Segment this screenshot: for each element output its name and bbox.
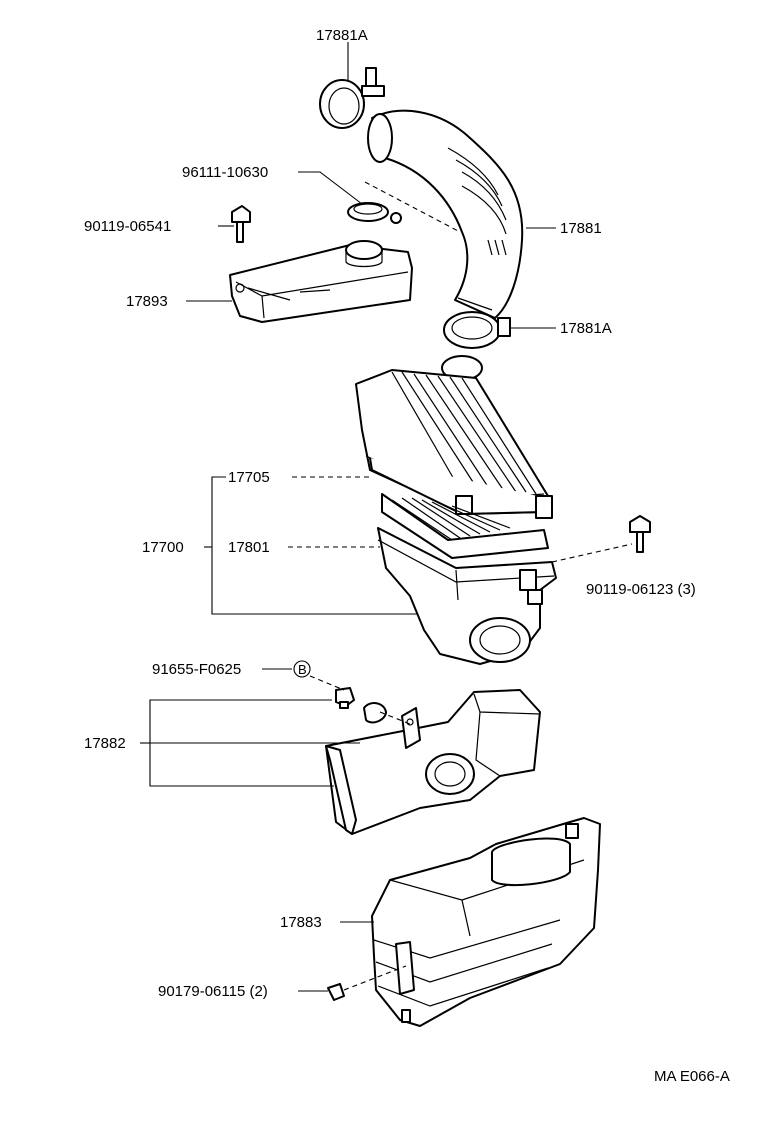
label-filter-cap: 17705 <box>228 469 270 486</box>
lower-resonator <box>371 817 601 1027</box>
label-resonator: 17893 <box>126 293 168 310</box>
clamp-upper <box>347 202 402 224</box>
intake-hose <box>367 109 524 319</box>
air-cleaner-cap <box>355 355 553 519</box>
bolt-left <box>231 205 251 243</box>
label-clip-bottom: 90179-06115 (2) <box>158 983 268 1000</box>
label-inlet-duct: 17882 <box>84 735 126 752</box>
bolt-b <box>335 687 387 724</box>
inlet-duct <box>325 689 541 835</box>
label-lower-resonator: 17883 <box>280 914 322 931</box>
label-clamp-upper: 96111-10630 <box>182 164 268 181</box>
ref-code: MA E066-A <box>654 1068 730 1085</box>
hose-clamp-bottom <box>443 311 511 349</box>
air-cleaner-case <box>377 527 557 665</box>
leader-lines <box>140 42 633 992</box>
filter-element <box>381 493 549 559</box>
label-hose-clamp-top: 17881A <box>316 27 368 44</box>
label-bolt-left: 90119-06541 <box>84 218 171 235</box>
bolt-right <box>629 515 651 553</box>
label-intake-hose: 17881 <box>560 220 602 237</box>
label-hose-clamp-bottom: 17881A <box>560 320 612 337</box>
label-filter-element: 17801 <box>228 539 270 556</box>
b-marker: B <box>298 662 307 677</box>
hose-clamp-top <box>319 67 385 129</box>
resonator <box>229 240 413 323</box>
label-bolt-right: 90119-06123 (3) <box>586 581 696 598</box>
label-bolt-b: 91655-F0625 <box>152 661 241 678</box>
label-air-cleaner-assy: 17700 <box>142 539 184 556</box>
clip-bottom <box>327 983 345 1001</box>
